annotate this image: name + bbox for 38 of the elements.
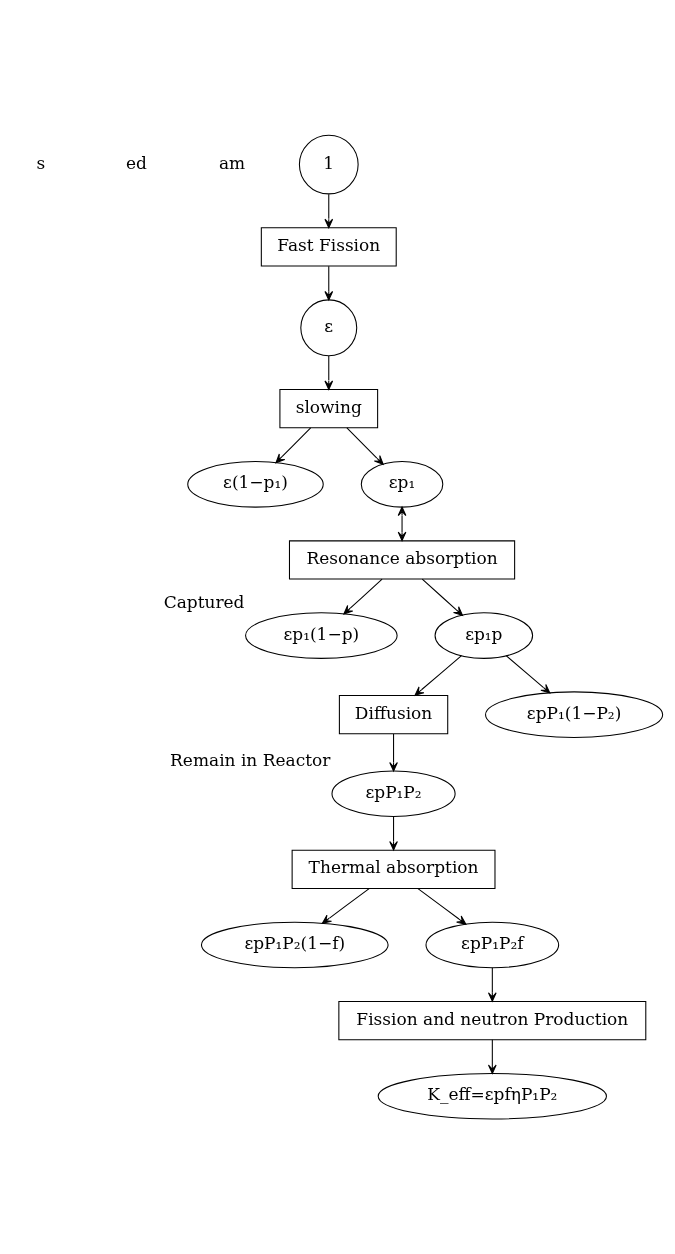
arrow [414, 655, 463, 696]
node-ellipse: εp₁p [434, 612, 534, 659]
arrow [275, 427, 312, 464]
arrow [343, 578, 383, 615]
arrow [487, 1039, 497, 1075]
node-ellipse: εp₁(1−p) [245, 612, 398, 659]
node-box: Fission and neutron Production [338, 1000, 647, 1041]
arrow [389, 733, 398, 772]
node-ellipse: εpP₁P₂f [425, 921, 560, 969]
arrow [487, 967, 497, 1002]
node-circle: ε [300, 299, 358, 357]
node-ellipse: εpP₁P₂ [331, 770, 456, 817]
node-box: slowing [279, 389, 379, 429]
label: ed [126, 152, 148, 173]
node-box: Fast Fission [260, 227, 397, 267]
arrow [505, 655, 551, 694]
arrow [346, 427, 384, 465]
node-ellipse: ε(1−p₁) [187, 461, 324, 508]
label: am [219, 152, 246, 173]
arrow [417, 888, 467, 925]
node-ellipse: εpP₁P₂(1−f) [200, 921, 389, 969]
arrow [321, 888, 370, 924]
label: s [36, 152, 46, 173]
arrow [397, 506, 407, 542]
node-box: Diffusion [338, 695, 449, 735]
node-ellipse: εp₁ [360, 461, 444, 508]
arrow [389, 815, 398, 851]
node-label: Captured [163, 591, 245, 612]
arrow [324, 265, 334, 301]
node-box: Thermal absorption [291, 849, 496, 889]
node-ellipse: K_eff=εpfηP₁P₂ [377, 1072, 607, 1120]
arrow [324, 355, 334, 390]
node-box: Resonance absorption [288, 540, 516, 580]
node-circle: 1 [298, 134, 359, 195]
arrow [324, 193, 334, 229]
node-label: Remain in Reactor [170, 749, 331, 770]
node-ellipse: εpP₁(1−P₂) [485, 691, 664, 738]
arrow [421, 578, 463, 616]
